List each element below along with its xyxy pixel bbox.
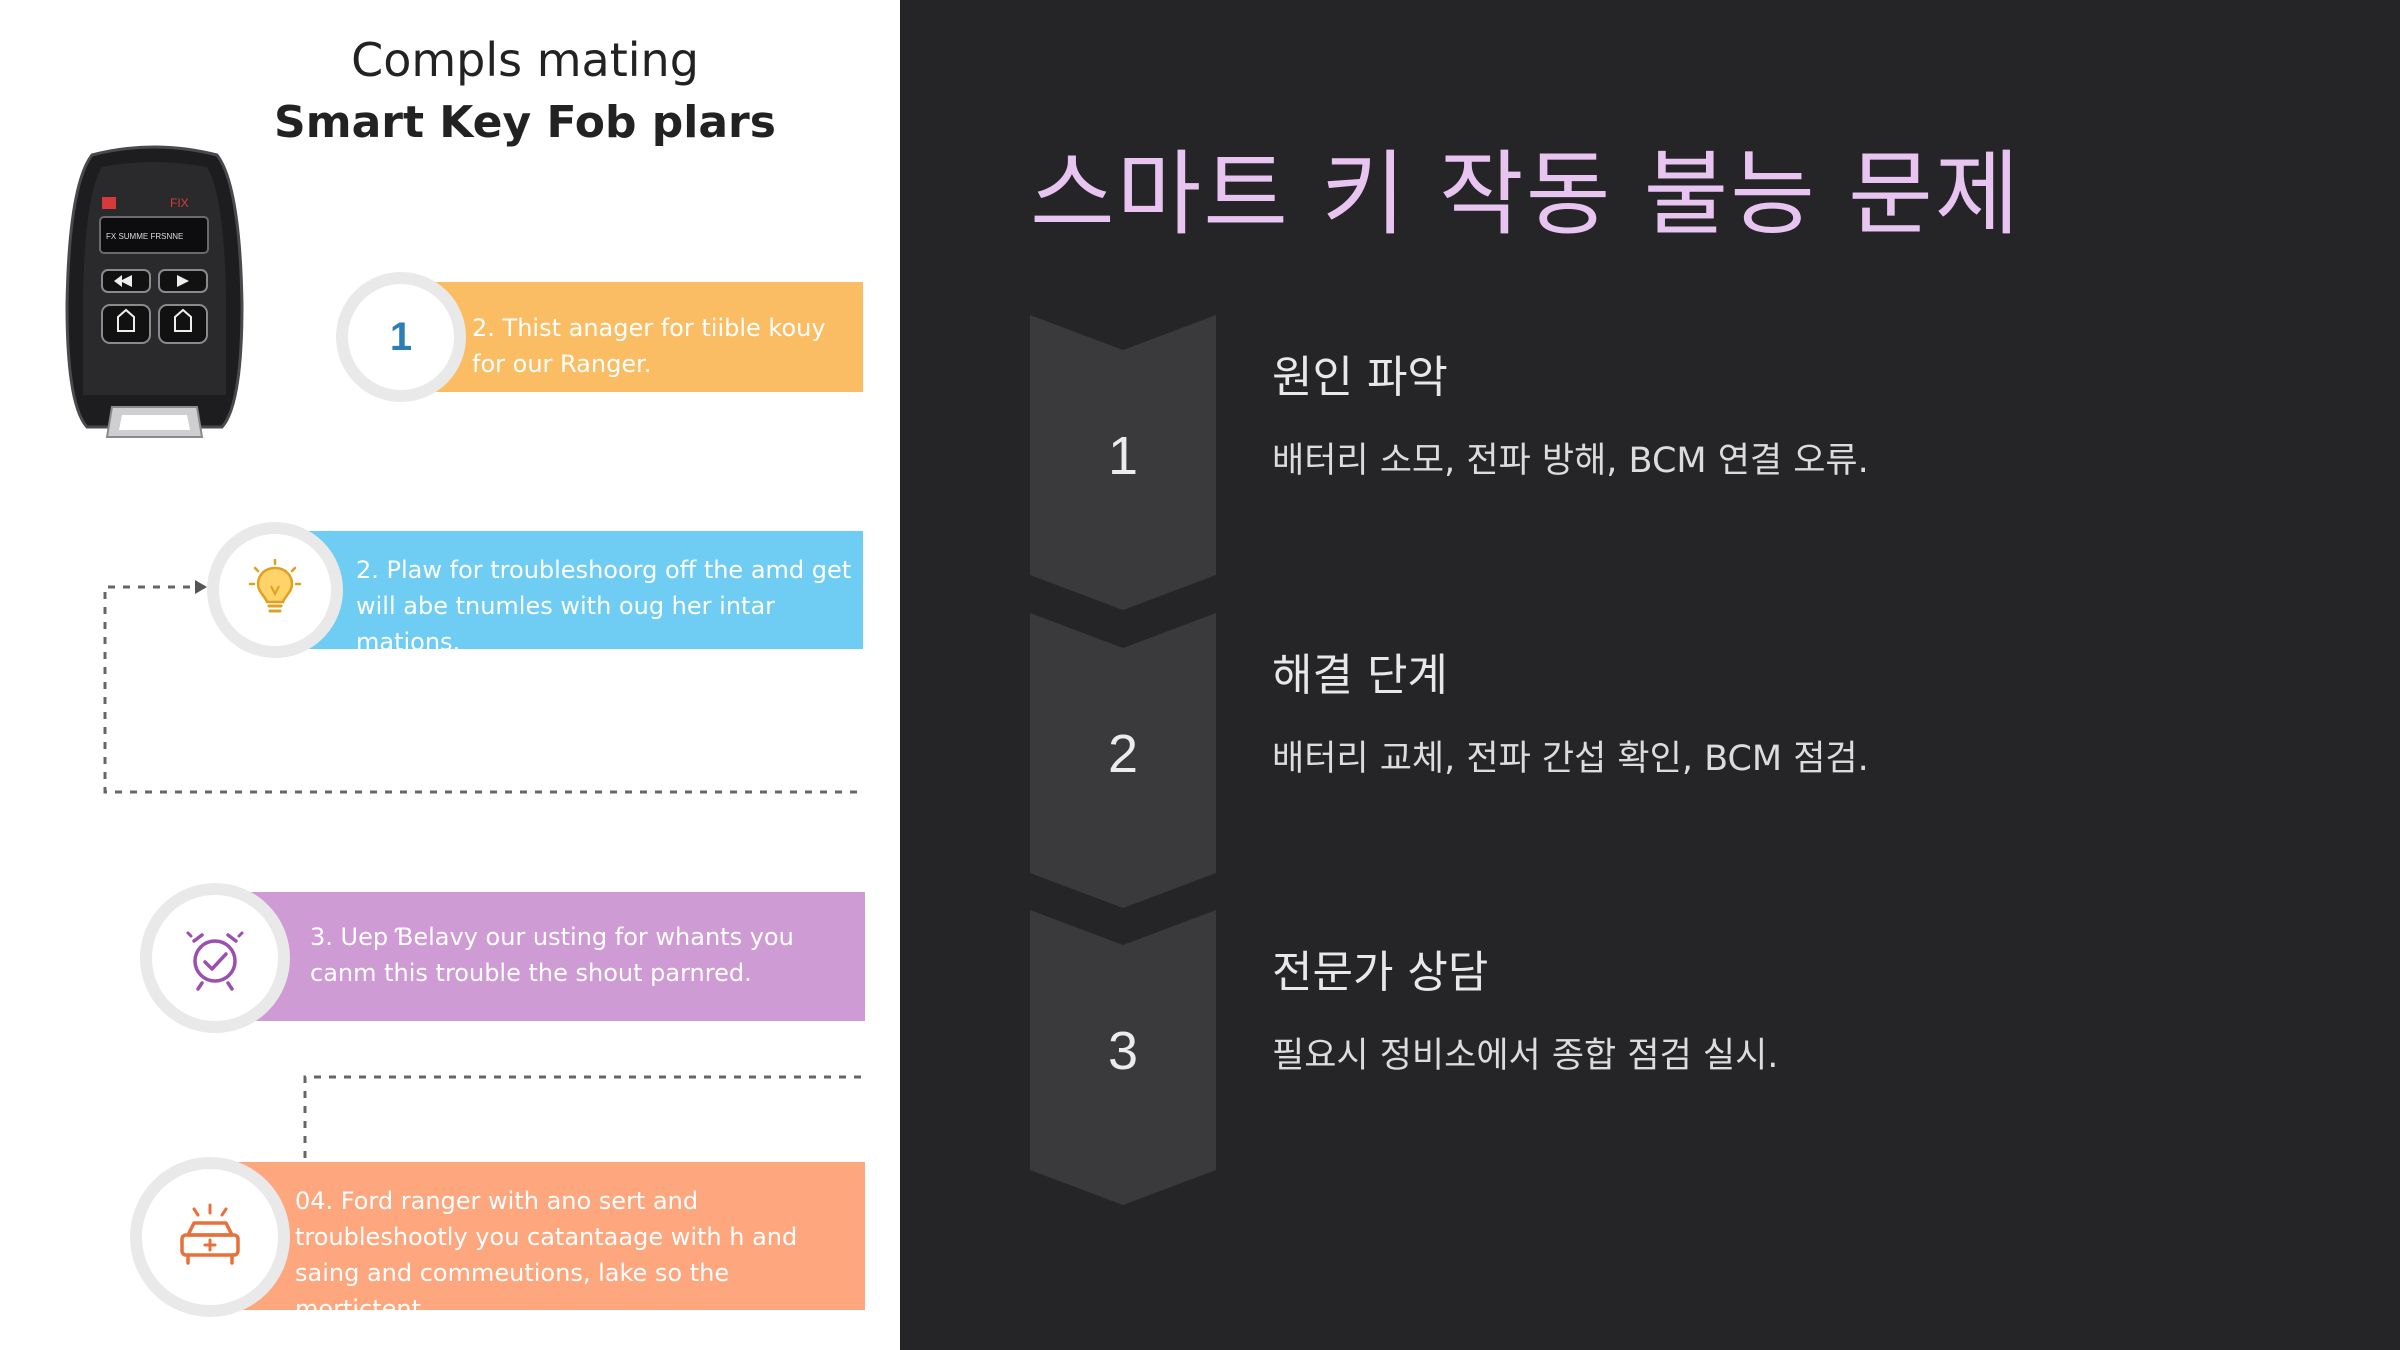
info-step-circle-3 [140,883,290,1033]
slide-title: 스마트 키 작동 불능 문제 [1030,141,2022,248]
infographic-title: Compls mating Smart Key Fob plars [0,28,900,154]
info-step-band-2: 2. Plaw for troubleshoorg off the amd ge… [300,531,863,656]
info-step-text: 3. Uep Ɓelavy our usting for whants you … [310,923,794,987]
slide-panel: 스마트 키 작동 불능 문제 1 원인 파악 배터리 소모, 전파 방해, BC… [900,0,2400,1350]
step-description-2: 배터리 교체, 전파 간섭 확인, BCM 점검. [1272,739,1869,779]
infographic-title-line1: Compls mating [351,33,699,87]
fob-unlock-button [158,304,208,344]
info-step-text: 2. Thist anager for tiible kouy for our … [472,314,826,378]
info-step-text: 04. Ford ranger with ano sert and troubl… [295,1187,798,1323]
info-step-circle-2 [207,522,343,658]
car-service-icon [180,1203,240,1265]
fob-lock-button [101,304,151,344]
step-description-1: 배터리 소모, 전파 방해, BCM 연결 오류. [1272,441,1869,481]
fob-logo-text: FIX [170,196,189,210]
info-step-circle-4 [130,1157,290,1317]
info-step-band-1: 2. Thist anager for tiible kouy for our … [420,282,863,392]
step-number-1: 1 [1107,426,1139,486]
step-number-3: 3 [1107,1021,1139,1081]
info-step-band-3: 3. Uep Ɓelavy our usting for whants you … [230,892,865,1021]
info-step-band-4: 04. Ford ranger with ano sert and troubl… [230,1162,865,1323]
step-title-2: 해결 단계 [1272,650,1448,701]
step-title-1: 원인 파악 [1272,352,1448,403]
info-step-text: 2. Plaw for troubleshoorg off the amd ge… [356,556,852,656]
infographic-title-line2: Smart Key Fob plars [274,97,776,148]
step-number-2: 2 [1107,724,1139,784]
step-title-3: 전문가 상담 [1272,947,1489,998]
fob-screen-text: FX SUMME FRSNNE [106,232,183,241]
info-step-circle-1: 1 [336,272,466,402]
dotted-connector-lower [303,1075,863,1158]
dotted-connector-upper [103,580,860,794]
lightbulb-icon [248,558,302,613]
step-chevron-1 [1030,315,1216,610]
infographic-panel: Compls mating Smart Key Fob plars FIX FX… [0,0,900,1350]
step-description-3: 필요시 정비소에서 종합 점검 실시. [1272,1036,1779,1076]
info-step-number: 1 [389,314,413,359]
fob-logo-mark [102,197,116,209]
key-fob-image: FIX FX SUMME FRSNNE [65,145,244,438]
step-chevron-2 [1030,613,1216,908]
alarm-clock-icon [186,931,244,991]
step-chevron-3 [1030,910,1216,1205]
